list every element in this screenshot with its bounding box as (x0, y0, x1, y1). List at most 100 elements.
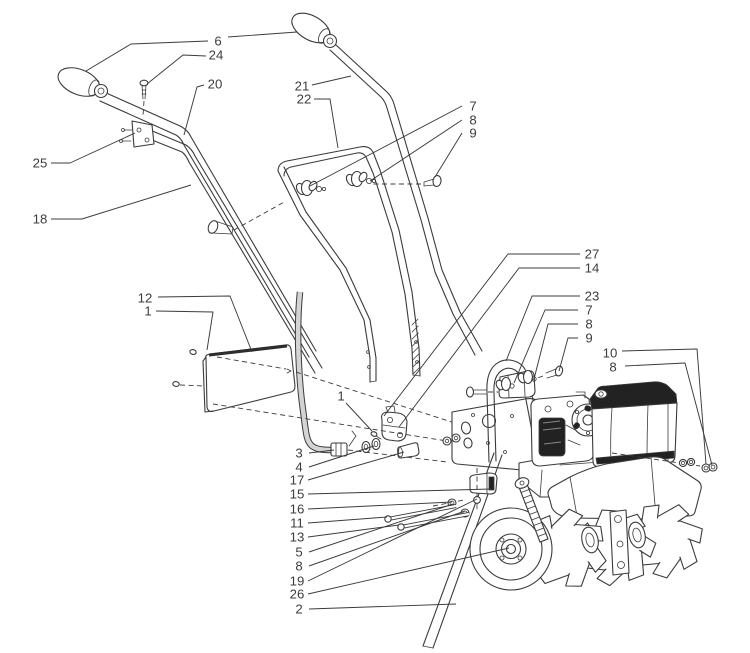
callout-18: 18 (33, 212, 48, 227)
callout-8-right: 8 (609, 360, 616, 375)
callout-7-mid: 7 (585, 303, 592, 318)
wing-knob-mount-left (495, 376, 515, 392)
callout-5-leader (308, 503, 454, 553)
clamp-block-15-16 (432, 468, 498, 507)
callout-1-left: 1 (144, 304, 151, 319)
callout-3-leader (308, 449, 335, 454)
callout-24-leader (146, 54, 207, 85)
handlebar-upper-left (99, 91, 323, 374)
callout-8-upper-leader (369, 119, 463, 182)
callout-17-leader (307, 451, 405, 481)
transport-wheel (469, 507, 553, 591)
callout-8-right-leader (624, 362, 713, 466)
callout-8-mid-leader (533, 323, 578, 380)
callout-4-leader (308, 445, 375, 468)
wing-knob-mount-right (517, 369, 537, 385)
callout-9-upper: 9 (469, 126, 476, 141)
callout-12: 12 (138, 291, 153, 306)
callout-15-leader (307, 488, 492, 495)
callout-9-mid-leader (558, 337, 578, 372)
tine-center-bracket (609, 509, 630, 576)
belt-hatching (518, 483, 549, 543)
callout-1-left-leader (155, 310, 214, 351)
callout-6-leader (85, 40, 209, 72)
callout-16-leader (307, 501, 453, 510)
tine-rod-short (397, 512, 470, 531)
callout-9-upper-leader (434, 132, 463, 178)
leader-lines (51, 31, 713, 610)
handle-carriage-bolt (207, 200, 287, 235)
callout-2-leader (308, 603, 457, 610)
callout-27: 27 (585, 247, 600, 262)
callout-25: 25 (33, 156, 48, 171)
handle-mount-loop (465, 359, 564, 474)
callout-8-list-leader (308, 510, 466, 567)
assembly-axis-lower (212, 403, 448, 442)
grip-left (57, 67, 109, 99)
handle-clamp-25 (119, 120, 155, 148)
callout-18-leader (51, 184, 192, 220)
callout-27-leader (383, 253, 580, 417)
callout-20-leader (183, 84, 205, 136)
callout-14: 14 (585, 261, 600, 276)
handle-loop-lower (277, 146, 421, 383)
callout-22-leader (314, 98, 339, 149)
callout-5: 5 (295, 545, 302, 560)
callout-20: 20 (208, 77, 223, 92)
callout-1-center-leader (345, 402, 373, 432)
callout-26: 26 (290, 587, 305, 602)
callout-25-leader (51, 132, 136, 164)
tine-shield (547, 456, 702, 520)
callout-15: 15 (290, 487, 305, 502)
callout-17: 17 (290, 473, 305, 488)
engine-mount-washers (611, 452, 718, 473)
callout-6: 6 (214, 34, 221, 49)
callout-11: 11 (290, 516, 304, 531)
callout-10-leader (621, 348, 707, 465)
throttle-cable (294, 291, 357, 457)
bolt-9-upper (373, 174, 442, 188)
callout-22: 22 (297, 92, 312, 107)
frame-bracket (442, 398, 544, 471)
callout-8-list: 8 (295, 559, 302, 574)
callout-1-center: 1 (337, 389, 344, 404)
spacer-17 (396, 442, 420, 459)
assembly-axis-upper (295, 371, 459, 425)
callout-24: 24 (209, 48, 224, 63)
callout-21: 21 (295, 79, 310, 94)
callout-7-mid-leader (513, 309, 578, 384)
callout-11-leader (307, 516, 388, 524)
handle-tube-right (329, 44, 483, 356)
callout-3: 3 (295, 446, 302, 461)
callout-10: 10 (603, 346, 618, 361)
callout-8-upper: 8 (469, 113, 476, 128)
callout-26-leader (307, 547, 510, 595)
drive-belt (514, 477, 549, 543)
callout-19-leader (307, 498, 478, 582)
callout-21-leader (311, 75, 352, 86)
shield-panel (172, 344, 296, 413)
tine-rod-long (384, 504, 457, 523)
fuel-tank (589, 381, 678, 468)
callout-13: 13 (290, 530, 305, 545)
carriage-bolt-left (465, 386, 498, 398)
grip-top (291, 12, 338, 49)
washers-4 (361, 437, 381, 454)
callout-6-leader (227, 31, 298, 38)
callout-9-mid: 9 (585, 331, 592, 346)
callout-7-upper-leader (309, 105, 463, 187)
callout-14-leader (398, 267, 580, 428)
wing-knob-right (345, 170, 376, 188)
callout-4: 4 (295, 460, 302, 475)
callout-7-upper: 7 (469, 99, 476, 114)
callout-23-leader (505, 295, 580, 362)
callout-23: 23 (585, 289, 600, 304)
callout-19: 19 (290, 574, 305, 589)
callout-2: 2 (295, 602, 302, 617)
engine-side-cover (538, 417, 566, 457)
wing-knob-left (295, 179, 326, 197)
callout-16: 16 (290, 502, 305, 517)
